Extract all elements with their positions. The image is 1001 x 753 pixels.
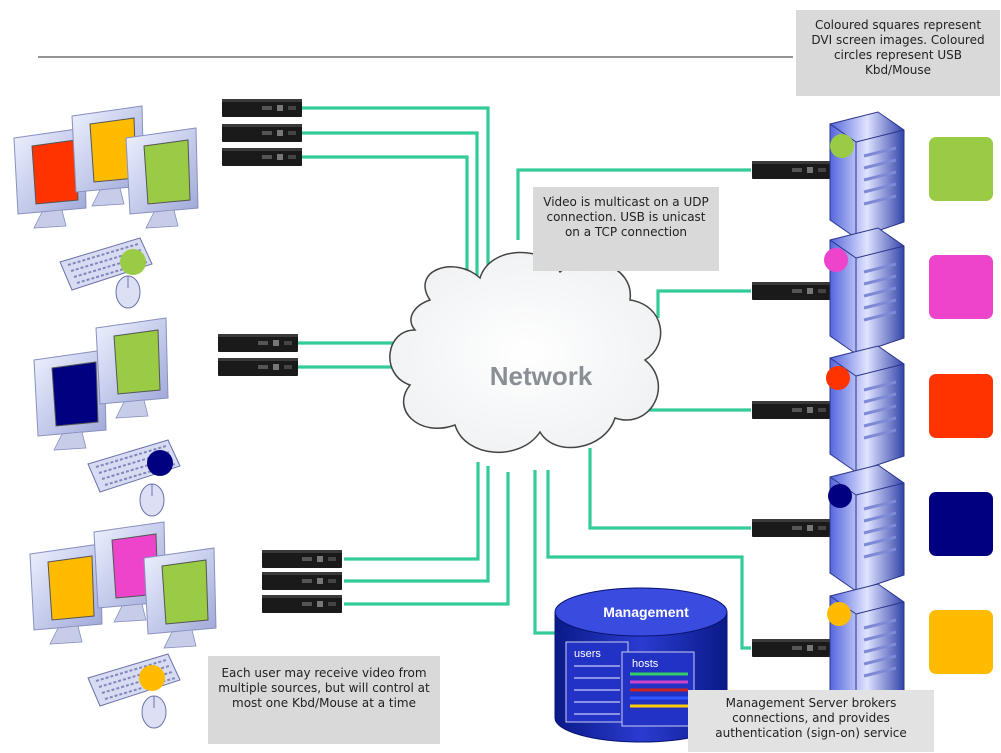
mouse-icon <box>141 695 167 729</box>
management-note: Management Server brokers connections, a… <box>688 690 934 752</box>
dvi-square <box>929 610 993 674</box>
kvm-extender-icon <box>752 639 832 657</box>
usb-dot <box>827 602 851 626</box>
usb-dot <box>830 134 854 158</box>
kvm-extender-icon <box>222 148 302 166</box>
dvi-square <box>929 492 993 556</box>
link-line <box>300 106 490 308</box>
keyboard-icon <box>87 653 181 707</box>
kvm-extender-icon <box>752 401 832 419</box>
transport-note: Video is multicast on a UDP connection. … <box>533 187 719 271</box>
server-tower-icon <box>828 226 906 356</box>
link-line <box>300 155 469 318</box>
link-line <box>344 462 480 561</box>
kvm-extender-icon <box>222 124 302 142</box>
kvm-extender-icon <box>262 550 342 568</box>
usb-dot <box>147 450 173 476</box>
extenders-right <box>752 161 832 657</box>
usb-dot <box>826 366 850 390</box>
kvm-extender-icon <box>218 334 298 352</box>
server-tower-icon <box>828 110 906 240</box>
server-tower-icon <box>828 463 906 593</box>
link-line <box>588 448 751 530</box>
link-line <box>516 168 751 240</box>
servers <box>824 110 906 712</box>
usb-dot <box>828 484 852 508</box>
usb-dot <box>139 665 165 691</box>
management-title: Management <box>603 604 689 620</box>
workstation-group-1 <box>13 105 199 309</box>
hosts-label: hosts <box>632 658 659 670</box>
kvm-extender-icon <box>752 282 832 300</box>
workstation-group-2 <box>33 317 181 517</box>
users-label: users <box>574 648 601 660</box>
dvi-square <box>929 255 993 319</box>
dvi-squares <box>929 137 993 674</box>
monitor-icon <box>125 127 199 229</box>
kvm-extender-icon <box>222 99 302 117</box>
usb-dot <box>824 248 848 272</box>
dvi-square <box>929 374 993 438</box>
monitor-icon <box>95 317 169 419</box>
database-icon <box>554 587 728 743</box>
monitor-icon <box>29 543 103 645</box>
link-line <box>533 470 558 635</box>
monitor-icon <box>33 349 107 451</box>
network-cloud-icon <box>389 251 662 453</box>
mouse-icon <box>115 275 141 309</box>
link-line <box>344 472 510 606</box>
server-tower-icon <box>828 344 906 474</box>
mouse-icon <box>139 483 165 517</box>
link-line <box>656 289 751 318</box>
monitor-icon <box>13 127 87 229</box>
link-line <box>546 470 751 650</box>
link-line <box>344 466 490 583</box>
link-line <box>300 131 479 312</box>
extenders-left <box>218 99 342 613</box>
kvm-extender-icon <box>218 358 298 376</box>
users-note: Each user may receive video from multipl… <box>208 656 440 744</box>
usb-dot <box>120 249 146 275</box>
legend-note: Coloured squares represent DVI screen im… <box>796 10 1000 96</box>
kvm-extender-icon <box>262 572 342 590</box>
workstation-group-3 <box>29 521 217 729</box>
network-links <box>298 106 751 650</box>
kvm-extender-icon <box>752 161 832 179</box>
monitor-icon <box>143 547 217 649</box>
dvi-square <box>929 137 993 201</box>
kvm-extender-icon <box>752 519 832 537</box>
network-label: Network <box>490 361 593 391</box>
kvm-extender-icon <box>262 595 342 613</box>
